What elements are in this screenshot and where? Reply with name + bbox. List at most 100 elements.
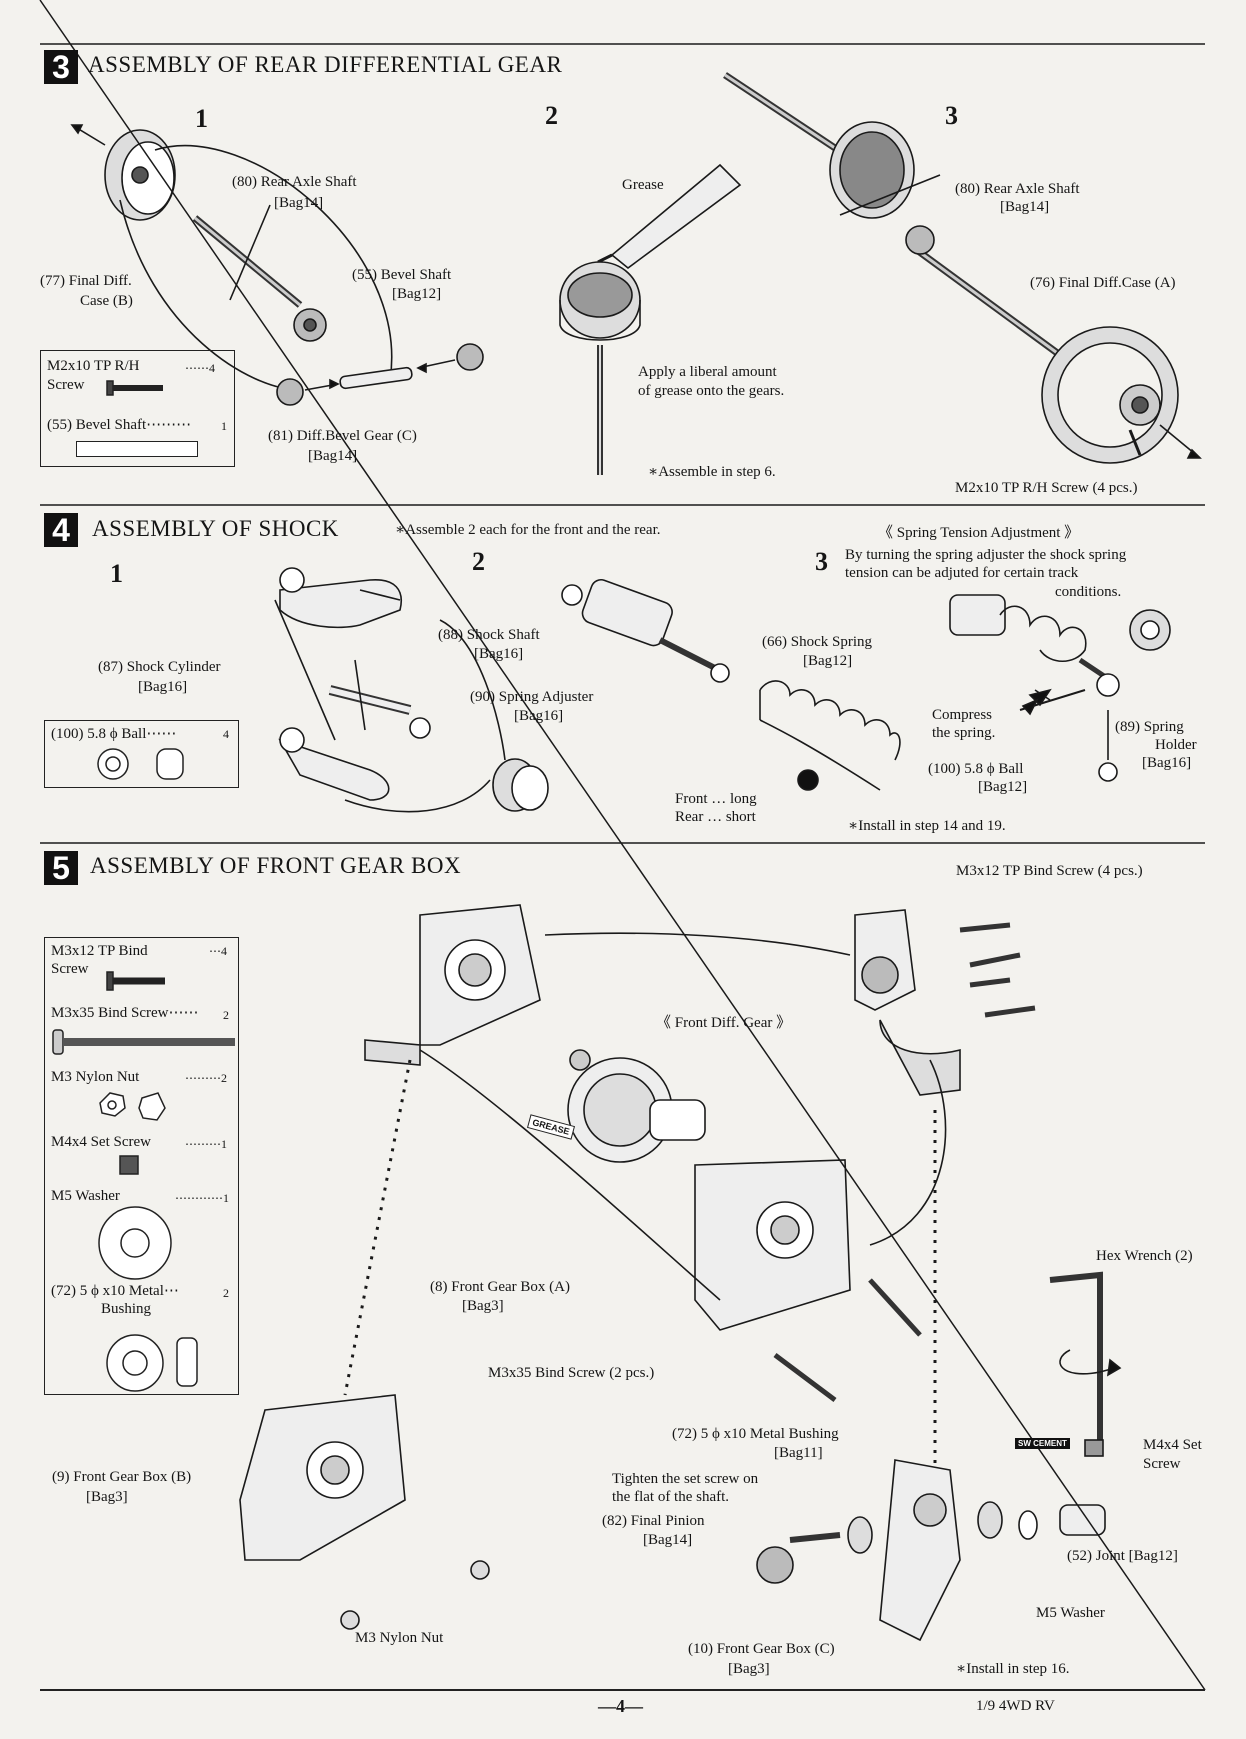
parts-item-name: M5 Washer bbox=[51, 1188, 120, 1204]
part-label: (66) Shock Spring bbox=[762, 634, 872, 650]
sub-heading: 《 Front Diff. Gear 》 bbox=[656, 1015, 792, 1031]
shock-adjust-drawing bbox=[949, 594, 1171, 782]
bag-label: [Bag3] bbox=[462, 1298, 504, 1314]
part-label: (80) Rear Axle Shaft bbox=[955, 181, 1080, 197]
model-label: 1/9 4WD RV bbox=[976, 1698, 1055, 1714]
bevel-shaft-icon bbox=[76, 441, 198, 457]
step-number: 2 bbox=[545, 101, 558, 130]
section-title: ASSEMBLY OF SHOCK bbox=[92, 516, 339, 541]
instruction-text: conditions. bbox=[1055, 584, 1122, 600]
shock-cylinder-drawing bbox=[274, 567, 431, 801]
part-label: Hex Wrench (2) bbox=[1096, 1248, 1193, 1264]
part-label: (80) Rear Axle Shaft bbox=[232, 174, 357, 190]
part-label: (52) Joint [Bag12] bbox=[1067, 1548, 1178, 1564]
bag-label: [Bag14] bbox=[643, 1532, 693, 1548]
bag-label: [Bag16] bbox=[474, 646, 524, 662]
part-label: (100) 5.8 ϕ Ball bbox=[928, 761, 1024, 777]
part-label: M3 Nylon Nut bbox=[355, 1630, 444, 1646]
instruction-text: of grease onto the gears. bbox=[638, 383, 785, 399]
parts-item-qty: 1 bbox=[221, 419, 227, 433]
part-label: Screw bbox=[1143, 1456, 1181, 1472]
rear-axle-shaft-drawing bbox=[192, 215, 327, 342]
diff-bevel-gears-drawing bbox=[276, 343, 484, 406]
parts-item-name: (72) 5 ϕ x10 Metal⋯ bbox=[51, 1283, 179, 1299]
part-label: (55) Bevel Shaft bbox=[352, 267, 452, 283]
part-label: (9) Front Gear Box (B) bbox=[52, 1469, 192, 1485]
sw-cement-tag: SW CEMENT bbox=[1015, 1438, 1070, 1449]
part-label: M2x10 TP R/H Screw (4 pcs.) bbox=[955, 480, 1138, 496]
part-label: (72) 5 ϕ x10 Metal Bushing bbox=[672, 1426, 839, 1442]
instruction-text: Apply a liberal amount bbox=[638, 364, 777, 380]
section-number: 4 bbox=[44, 513, 78, 547]
parts-item-qty: 4 bbox=[223, 727, 229, 741]
part-label: (77) Final Diff. bbox=[40, 273, 132, 289]
front-diff-gear-drawing bbox=[567, 1049, 706, 1163]
part-label: (90) Spring Adjuster bbox=[470, 689, 594, 705]
part-label: Holder bbox=[1155, 737, 1197, 753]
m4x4-set-screw-icon bbox=[119, 1155, 139, 1175]
part-label: (81) Diff.Bevel Gear (C) bbox=[268, 428, 417, 444]
parts-item-name: M2x10 TP R/H bbox=[47, 358, 140, 374]
step-number: 3 bbox=[815, 547, 828, 576]
front-gear-box-c-drawing-top bbox=[854, 909, 961, 1096]
instruction-text: tension can be adjuted for certain track bbox=[845, 565, 1079, 581]
m3x12-screw-icon bbox=[106, 971, 165, 991]
part-label: (87) Shock Cylinder bbox=[98, 659, 221, 675]
parts-icons bbox=[52, 971, 235, 1392]
parts-item-qty: 2 bbox=[223, 1286, 229, 1300]
section-number: 3 bbox=[44, 50, 78, 84]
parts-item-name: Screw bbox=[47, 377, 85, 393]
page-number: —4— bbox=[598, 1696, 643, 1716]
front-gear-box-middle-drawing bbox=[694, 1159, 922, 1402]
parts-item-qty: ⋯4 bbox=[209, 944, 227, 958]
bag-label: [Bag3] bbox=[86, 1489, 128, 1505]
bag-label: [Bag3] bbox=[728, 1661, 770, 1677]
note-text: ∗Install in step 14 and 19. bbox=[848, 818, 1006, 834]
parts-item-name: Screw bbox=[51, 961, 89, 977]
shock-body-drawing bbox=[561, 578, 730, 683]
parts-item-name: M3x12 TP Bind bbox=[51, 943, 148, 959]
part-label: (8) Front Gear Box (A) bbox=[430, 1279, 570, 1295]
step-number: 3 bbox=[945, 101, 958, 130]
spring-tension-title: 《 Spring Tension Adjustment 》 bbox=[878, 525, 1080, 541]
step-number: 1 bbox=[110, 559, 123, 588]
parts-item-qty: ⋯⋯4 bbox=[185, 361, 215, 375]
screw-icon bbox=[106, 380, 163, 396]
diff-assembly-grease-drawing bbox=[559, 261, 641, 475]
ball-drawing bbox=[797, 769, 819, 791]
m3x12-screws-drawing bbox=[959, 922, 1036, 1018]
bag-label: [Bag12] bbox=[392, 286, 442, 302]
diff-case-b-drawing bbox=[70, 124, 176, 221]
bag-label: [Bag14] bbox=[274, 195, 324, 211]
spring-length-note: Rear … short bbox=[675, 809, 756, 825]
m3-nylon-nut-icon bbox=[99, 1092, 166, 1121]
part-label: (76) Final Diff.Case (A) bbox=[1030, 275, 1176, 291]
parts-box: M2x10 TP R/H ⋯⋯4 Screw (55) Bevel Shaft⋯… bbox=[40, 350, 235, 467]
instruction-text: Tighten the set screw on bbox=[612, 1471, 759, 1487]
front-gear-box-b-drawing bbox=[239, 1394, 490, 1630]
bag-label: [Bag12] bbox=[803, 653, 853, 669]
section-number: 5 bbox=[44, 851, 78, 885]
section-title: ASSEMBLY OF REAR DIFFERENTIAL GEAR bbox=[88, 52, 563, 77]
m5-washer-icon bbox=[98, 1206, 172, 1280]
parts-item-qty: 2 bbox=[223, 1008, 229, 1022]
instruction-text: the spring. bbox=[932, 725, 996, 741]
metal-bushing-icon bbox=[106, 1334, 198, 1392]
spring-adjuster-drawing bbox=[344, 619, 549, 813]
note-text: ∗Assemble in step 6. bbox=[648, 464, 776, 480]
front-gear-box-c-drawing-bottom bbox=[756, 1459, 1106, 1642]
bag-label: [Bag16] bbox=[138, 679, 188, 695]
m3x35-screw-icon bbox=[52, 1029, 235, 1055]
front-gear-box-a-drawing bbox=[364, 904, 541, 1066]
part-label: Case (B) bbox=[80, 293, 133, 309]
parts-item-name: M3x35 Bind Screw⋯⋯ bbox=[51, 1005, 199, 1021]
section-title: ASSEMBLY OF FRONT GEAR BOX bbox=[90, 853, 462, 878]
part-label: M3x35 Bind Screw (2 pcs.) bbox=[488, 1365, 655, 1381]
bag-label: [Bag16] bbox=[1142, 755, 1192, 771]
parts-item-qty: ⋯⋯⋯⋯1 bbox=[175, 1191, 229, 1205]
part-label: (89) Spring bbox=[1115, 719, 1184, 735]
bevel-shaft-drawing bbox=[339, 366, 413, 390]
part-label: (82) Final Pinion bbox=[602, 1513, 705, 1529]
grease-label: Grease bbox=[622, 177, 664, 193]
